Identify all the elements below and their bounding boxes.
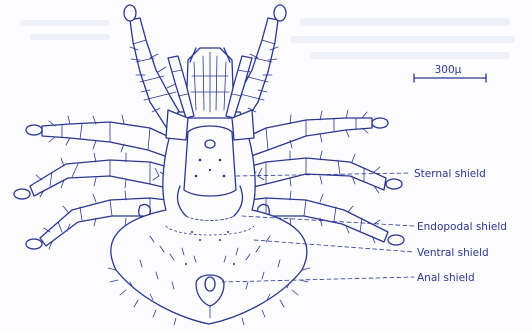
tarsus-pad [14, 189, 30, 199]
tarsus-pad [274, 5, 286, 21]
label-sternal-shield: Sternal shield [414, 168, 486, 180]
tarsus-pad [124, 5, 136, 21]
tarsus-pad [372, 118, 388, 128]
tarsus-pad [26, 239, 42, 249]
label-anal-shield: Anal shield [417, 272, 475, 284]
tarsus-pad [386, 179, 402, 189]
label-endopodal-shield: Endopodal shield [417, 221, 507, 233]
leg-2-right [236, 110, 388, 160]
scale-bar-label: 300µ [435, 64, 462, 76]
tarsus-pad [388, 235, 404, 245]
label-ventral-shield: Ventral shield [417, 247, 489, 259]
leg-2-left [26, 115, 180, 160]
gnathosoma [186, 48, 234, 118]
tarsus-pad [26, 125, 42, 135]
leg-3-left [14, 153, 186, 199]
scale-bar: 300µ [414, 64, 486, 82]
